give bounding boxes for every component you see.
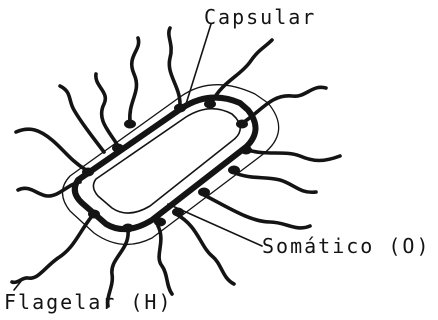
flagelar-label: Flagelar (H) — [4, 292, 173, 312]
flagella — [12, 28, 340, 306]
flagellum — [16, 129, 86, 170]
flagellum — [12, 216, 92, 282]
capsular-label: Capsular — [204, 7, 316, 27]
flagellum — [158, 226, 172, 294]
basal-body — [198, 188, 210, 197]
flagellum — [232, 172, 316, 192]
basal-body — [236, 120, 248, 129]
flagellum — [176, 214, 234, 284]
basal-body — [124, 120, 136, 129]
basal-body — [204, 100, 216, 109]
basal-body — [88, 210, 100, 219]
basal-body — [82, 168, 94, 177]
inner-membrane — [93, 109, 240, 213]
basal-body — [174, 104, 186, 113]
basal-body — [240, 146, 252, 155]
flagellum — [169, 28, 180, 104]
flagellum — [60, 86, 104, 152]
basal-body — [154, 218, 166, 227]
capsular-leader-line — [186, 24, 211, 104]
basal-body — [122, 224, 134, 233]
flagellum — [130, 38, 139, 122]
flagellum — [212, 40, 272, 102]
flagellum — [18, 182, 80, 196]
somatico-label: Somático (O) — [262, 236, 431, 256]
basal-body — [112, 144, 124, 153]
flagellum — [202, 194, 310, 228]
flagellum — [244, 87, 326, 122]
somatico-leader-line — [168, 204, 262, 246]
flagellum — [96, 74, 118, 146]
basal-body — [228, 166, 240, 175]
